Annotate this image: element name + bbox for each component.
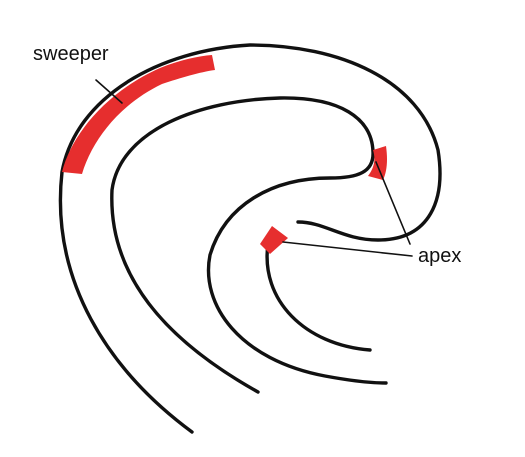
sweeper-label: sweeper bbox=[33, 43, 109, 65]
apex-leader-line-upper bbox=[375, 161, 411, 245]
sweeper-leader-line bbox=[95, 79, 123, 104]
lower-apex-highlight bbox=[260, 226, 288, 254]
outer-band-outer-edge bbox=[58, 43, 442, 434]
sweeper-highlight bbox=[62, 55, 215, 174]
apex-leader-line-lower bbox=[282, 241, 413, 257]
outer-band-inner-edge bbox=[110, 96, 388, 394]
inner-band-edge bbox=[265, 242, 372, 352]
upper-apex-highlight bbox=[368, 146, 387, 180]
apex-label: apex bbox=[418, 245, 461, 267]
